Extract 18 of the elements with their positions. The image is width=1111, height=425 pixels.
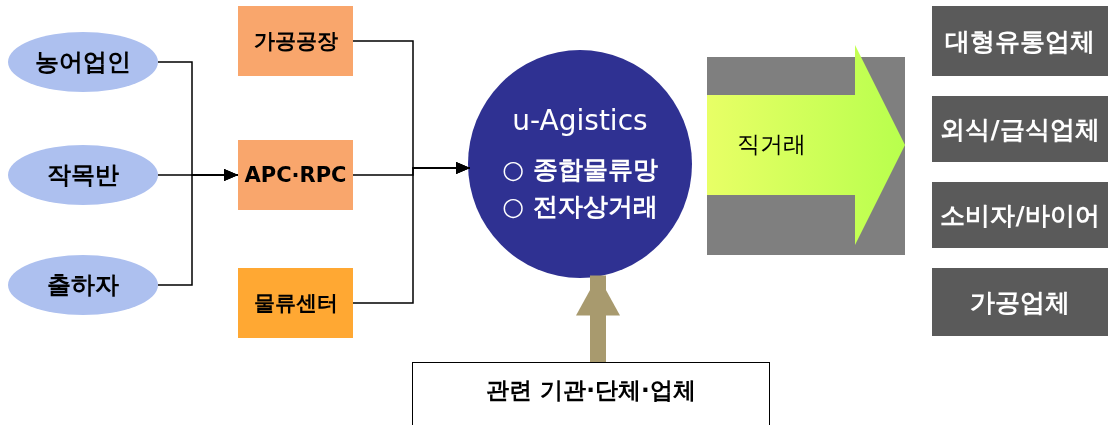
process-box: APC·RPC [238,140,353,210]
process-box: 가공공장 [238,6,353,76]
role-ellipse: 농어업인 [8,32,158,92]
role-ellipse: 출하자 [8,255,158,315]
process-box: 물류센터 [238,268,353,338]
role-ellipse: 작목반 [8,145,158,205]
customer-box: 대형유통업체 [932,6,1108,76]
organization-box: 관련 기관·단체·업체 [412,362,770,425]
connector-arrow [352,162,471,304]
list-item: ○ 종합물류망 [502,153,658,186]
connector-arrow [157,169,239,286]
customer-box: 외식/급식업체 [932,96,1108,162]
customer-box: 가공업체 [932,268,1108,336]
arrow-label: 직거래 [737,130,806,159]
list-item: ○ 전자상거래 [502,190,658,223]
customer-box: 소비자/바이어 [932,182,1108,248]
title-text: u-Agistics [512,103,648,137]
up-arrow [576,275,620,362]
